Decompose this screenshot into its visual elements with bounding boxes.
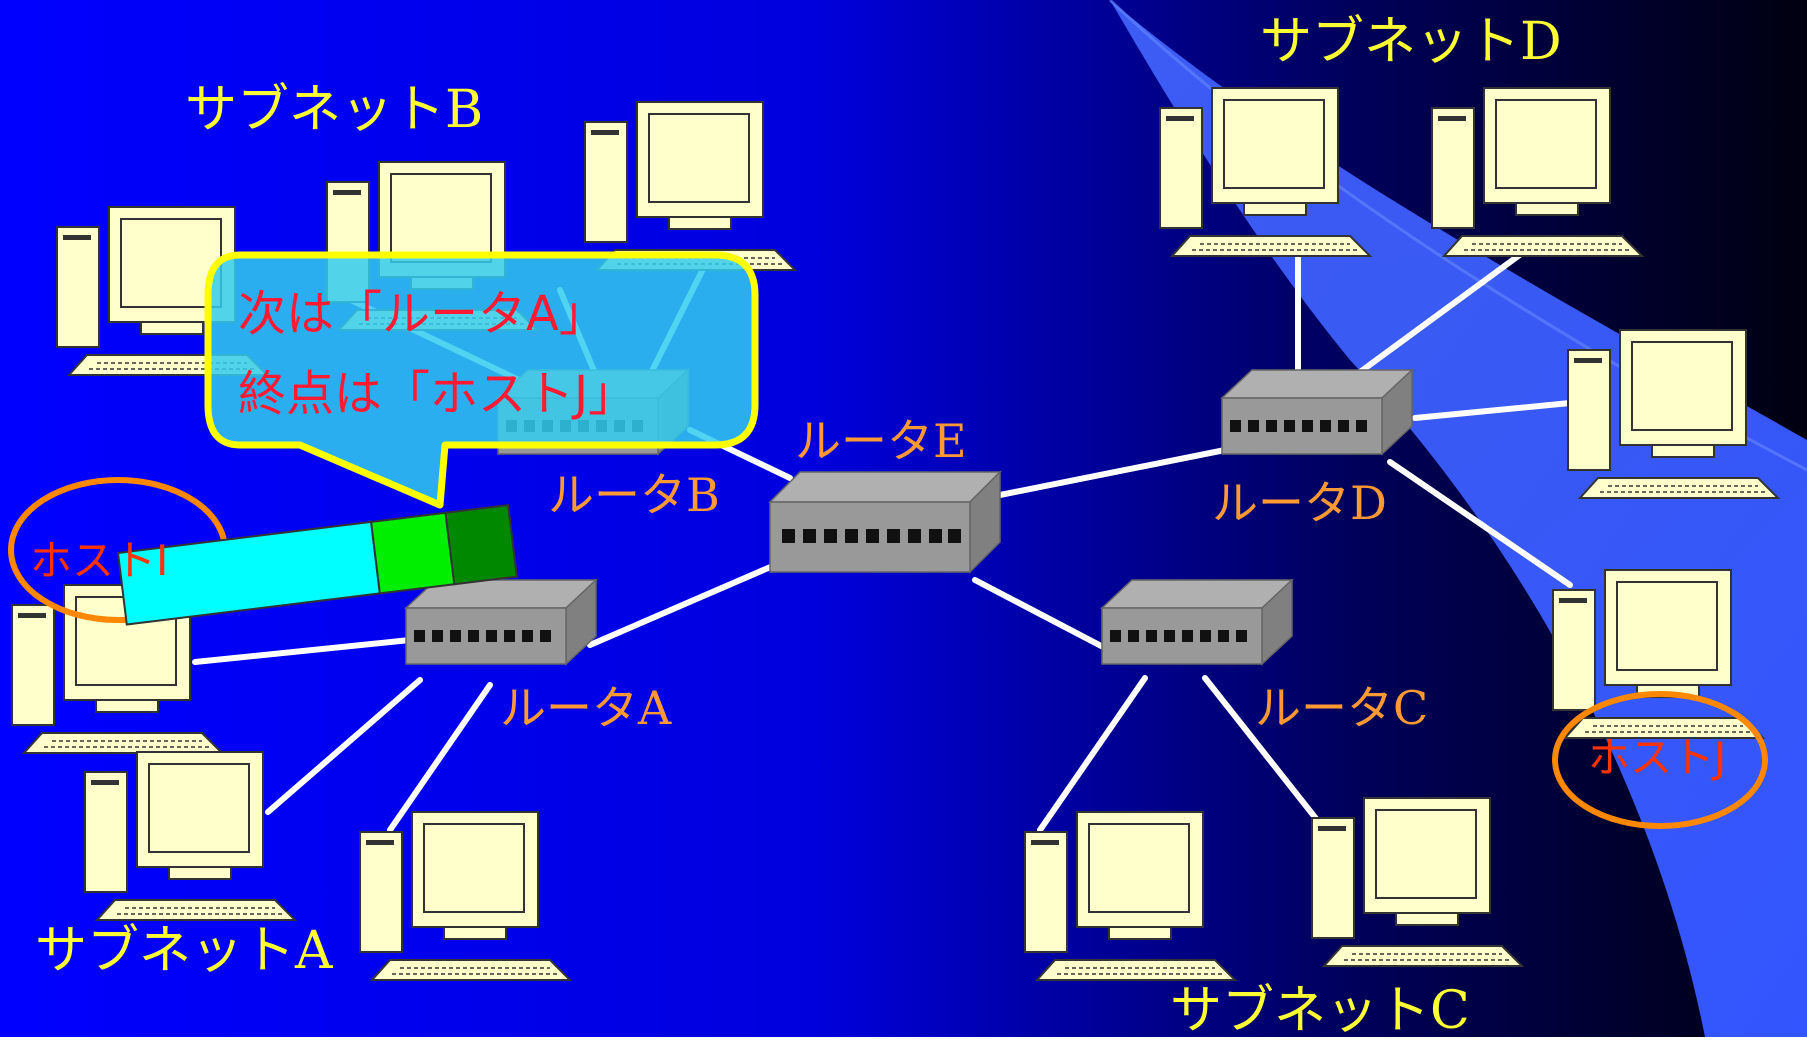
callout-line-2: 終点は「ホストJ」 <box>238 366 637 422</box>
link-routerA-hostI <box>192 637 413 665</box>
link-routerC-pc1 <box>1037 675 1148 833</box>
subnet-b-label: サブネットB <box>185 80 484 140</box>
link-routerD-hostJ <box>1387 459 1573 588</box>
host-i-label: ホストI <box>30 536 169 585</box>
subnet-c-label: サブネットC <box>1170 981 1470 1041</box>
packet-header-segment-2 <box>444 503 518 586</box>
host-j-highlight-ring <box>1552 691 1768 829</box>
router-c-label: ルータC <box>1255 681 1429 735</box>
router-d-label: ルータD <box>1212 476 1387 530</box>
host-j-label: ホストJ <box>1588 733 1727 782</box>
router-e <box>769 471 1001 573</box>
link-routerE-routerD <box>997 447 1228 498</box>
link-routerA-routerE <box>587 562 778 648</box>
decorative-swoosh <box>1110 0 1807 1037</box>
subnet-a-label: サブネットA <box>35 921 333 981</box>
packet-header-segment-1 <box>369 511 456 595</box>
link-routerD-pc3 <box>1412 400 1573 421</box>
router-d <box>1221 369 1413 455</box>
router-a <box>405 579 597 665</box>
router-b-label: ルータB <box>548 468 720 522</box>
link-routerA-pc1 <box>265 677 423 815</box>
callout-bubble <box>204 251 759 509</box>
link-routerC-pc2 <box>1202 675 1328 833</box>
packet <box>116 503 518 626</box>
callout-line-1: 次は「ルータA」 <box>238 286 607 342</box>
router-c <box>1101 579 1293 665</box>
link-routerA-pc2 <box>387 682 493 833</box>
router-a-label: ルータA <box>500 681 672 735</box>
link-routerE-routerC <box>972 577 1108 651</box>
router-e-label: ルータE <box>795 414 967 468</box>
subnet-d-label: サブネットD <box>1260 12 1562 72</box>
link-routerD-pc2 <box>1357 237 1543 375</box>
